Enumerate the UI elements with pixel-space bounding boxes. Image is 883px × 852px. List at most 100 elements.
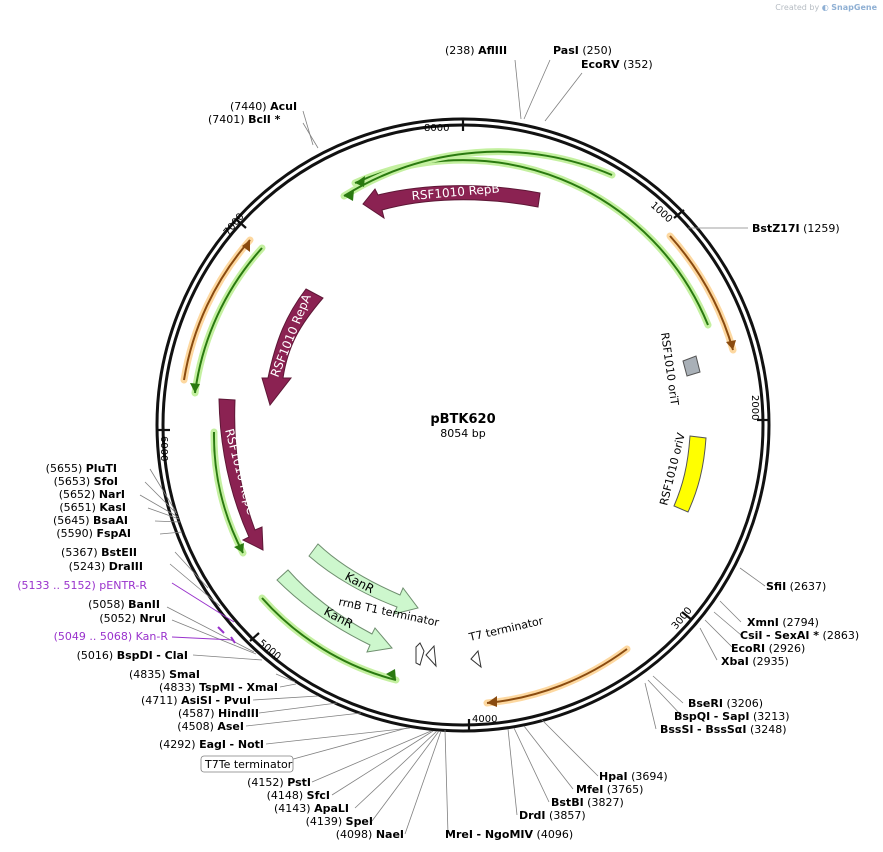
feature-label-t7te: T7Te terminator	[204, 758, 293, 771]
svg-text:(4587) HindIII: (4587) HindIII	[178, 707, 259, 720]
svg-text:(5367) BstEII: (5367) BstEII	[61, 546, 137, 559]
svg-text:EcoRV (352): EcoRV (352)	[581, 58, 653, 71]
primer-pentr[interactable]: (5133 .. 5152) pENTR-R	[17, 579, 147, 592]
site-fspai[interactable]: (5590) FspAI	[56, 527, 131, 540]
credit-prefix: Created by	[775, 3, 820, 12]
site-tspmi[interactable]: (4833) TspMI - XmaI	[159, 681, 278, 694]
site-nrui[interactable]: (5052) NruI	[99, 612, 166, 625]
svg-text:(5016) BspDI - ClaI: (5016) BspDI - ClaI	[77, 649, 188, 662]
feature-repa[interactable]: RSF1010 RepA	[261, 288, 324, 407]
site-mfei[interactable]: MfeI (3765)	[576, 783, 643, 796]
feature-orit[interactable]: RSF1010 oriT	[658, 332, 701, 407]
orange-arcs	[180, 232, 737, 707]
site-ecorv[interactable]: EcoRV (352)	[581, 58, 653, 71]
svg-text:(5049 .. 5068) Kan-R: (5049 .. 5068) Kan-R	[54, 630, 169, 643]
tick-6000: 6000	[158, 436, 169, 461]
site-eagi[interactable]: (4292) EagI - NotI	[159, 738, 264, 751]
svg-text:XmnI (2794): XmnI (2794)	[747, 616, 819, 629]
tick-5000: 5000	[256, 638, 283, 663]
site-drdi[interactable]: DrdI (3857)	[519, 809, 586, 822]
svg-text:MreI - NgoMIV (4096): MreI - NgoMIV (4096)	[445, 828, 573, 841]
svg-text:(5058) BanII: (5058) BanII	[88, 598, 160, 611]
feature-repc[interactable]: RSF1010 RepC	[218, 398, 264, 551]
site-bcli[interactable]: (7401) BclI *	[208, 113, 281, 126]
feature-oriv[interactable]: RSF1010 oriV	[657, 431, 707, 513]
svg-text:(5655) PluTI: (5655) PluTI	[46, 462, 117, 475]
svg-text:BstBI (3827): BstBI (3827)	[551, 796, 624, 809]
t7te-terminator-box[interactable]: T7Te terminator	[200, 755, 294, 773]
primer-leader-lines	[171, 582, 235, 641]
site-bspdi[interactable]: (5016) BspDI - ClaI	[77, 649, 188, 662]
svg-text:(5645) BsaAI: (5645) BsaAI	[53, 514, 128, 527]
site-pasi[interactable]: PasI (250)	[553, 44, 612, 57]
feature-t7-terminator[interactable]: T7 terminator	[467, 614, 545, 669]
site-xmni[interactable]: XmnI (2794)	[747, 616, 819, 629]
site-sfii[interactable]: SfiI (2637)	[766, 580, 826, 593]
site-asei[interactable]: (4508) AseI	[177, 720, 244, 733]
tick-4000: 4000	[472, 714, 497, 725]
site-bstz17i[interactable]: BstZ17I (1259)	[752, 222, 840, 235]
site-bstbi[interactable]: BstBI (3827)	[551, 796, 624, 809]
svg-text:BstZ17I (1259): BstZ17I (1259)	[752, 222, 840, 235]
svg-text:EcoRI (2926): EcoRI (2926)	[731, 642, 805, 655]
site-bsaai[interactable]: (5645) BsaAI	[53, 514, 128, 527]
site-banii[interactable]: (5058) BanII	[88, 598, 160, 611]
site-sfoi[interactable]: (5653) SfoI	[54, 475, 118, 488]
site-kasi[interactable]: (5651) KasI	[59, 501, 126, 514]
site-pluti[interactable]: (5655) PluTI	[46, 462, 117, 475]
svg-text:(4098) NaeI: (4098) NaeI	[336, 828, 404, 841]
svg-text:BspQI - SapI (3213): BspQI - SapI (3213)	[674, 710, 790, 723]
primer-kanr[interactable]: (5049 .. 5068) Kan-R	[54, 630, 169, 643]
site-acui[interactable]: (7440) AcuI	[230, 100, 297, 113]
feature-label-repa: RSF1010 RepA	[268, 291, 314, 379]
arc-arrowheads	[190, 176, 736, 707]
site-ecori[interactable]: EcoRI (2926)	[731, 642, 805, 655]
svg-text:SfiI (2637): SfiI (2637)	[766, 580, 826, 593]
site-bseri[interactable]: BseRI (3206)	[688, 697, 763, 710]
svg-text:(7440) AcuI: (7440) AcuI	[230, 100, 297, 113]
feature-label-kanr-1: KanR	[343, 569, 377, 596]
svg-text:(4711) AsiSI - PvuI: (4711) AsiSI - PvuI	[141, 694, 251, 707]
svg-text:(4508) AseI: (4508) AseI	[177, 720, 244, 733]
site-bspqi[interactable]: BspQI - SapI (3213)	[674, 710, 790, 723]
site-hindiii[interactable]: (4587) HindIII	[178, 707, 259, 720]
svg-text:(4139) SpeI: (4139) SpeI	[306, 815, 373, 828]
site-bsssi[interactable]: BssSI - BssSαI (3248)	[660, 723, 787, 736]
feature-repb[interactable]: RSF1010 RepB	[362, 181, 541, 220]
svg-text:(5653) SfoI: (5653) SfoI	[54, 475, 118, 488]
site-apali[interactable]: (4143) ApaLI	[274, 802, 349, 815]
site-nael[interactable]: (4098) NaeI	[336, 828, 404, 841]
site-leader-lines	[139, 59, 766, 835]
tick-1000: 1000	[648, 200, 674, 225]
site-afliii[interactable]: (238) AflIII	[445, 44, 507, 57]
site-asisi[interactable]: (4711) AsiSI - PvuI	[141, 694, 251, 707]
feature-label-orit: RSF1010 oriT	[658, 332, 681, 407]
site-smai[interactable]: (4835) SmaI	[129, 668, 200, 681]
site-spei[interactable]: (4139) SpeI	[306, 815, 373, 828]
site-drai[interactable]: (5243) DraIII	[69, 560, 143, 573]
svg-text:MfeI (3765): MfeI (3765)	[576, 783, 643, 796]
svg-text:(5652) NarI: (5652) NarI	[59, 488, 125, 501]
svg-text:(5133 .. 5152) pENTR-R: (5133 .. 5152) pENTR-R	[17, 579, 147, 592]
site-csii[interactable]: CsiI - SexAI * (2863)	[740, 629, 859, 642]
svg-text:(4143) ApaLI: (4143) ApaLI	[274, 802, 349, 815]
site-nari[interactable]: (5652) NarI	[59, 488, 125, 501]
svg-text:BseRI (3206): BseRI (3206)	[688, 697, 763, 710]
svg-text:BssSI - BssSαI (3248): BssSI - BssSαI (3248)	[660, 723, 787, 736]
svg-text:(4835) SmaI: (4835) SmaI	[129, 668, 200, 681]
site-bsteii[interactable]: (5367) BstEII	[61, 546, 137, 559]
site-xbai[interactable]: XbaI (2935)	[721, 655, 789, 668]
svg-text:(4152) PstI: (4152) PstI	[247, 776, 311, 789]
site-psti[interactable]: (4152) PstI	[247, 776, 311, 789]
svg-text:(4292) EagI - NotI: (4292) EagI - NotI	[159, 738, 264, 751]
tick-2000: 2000	[749, 395, 760, 420]
svg-text:(238) AflIII: (238) AflIII	[445, 44, 507, 57]
site-hpai[interactable]: HpaI (3694)	[599, 770, 668, 783]
svg-text:(5651) KasI: (5651) KasI	[59, 501, 126, 514]
svg-text:HpaI (3694): HpaI (3694)	[599, 770, 668, 783]
plasmid-length: 8054 bp	[440, 427, 485, 440]
site-mrei[interactable]: MreI - NgoMIV (4096)	[445, 828, 573, 841]
site-sfci[interactable]: (4148) SfcI	[267, 789, 330, 802]
primer-marks	[217, 626, 236, 644]
